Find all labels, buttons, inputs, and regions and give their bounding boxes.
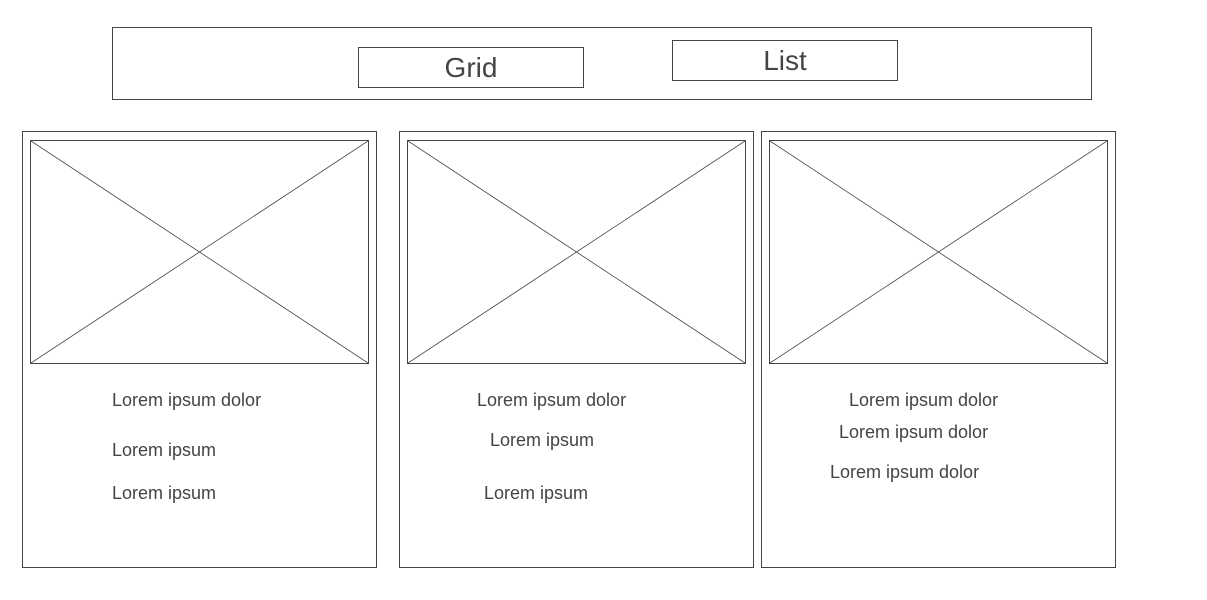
card-detail: Lorem ipsum dolor [830, 462, 980, 482]
list-view-button[interactable]: List [672, 40, 898, 81]
card-title: Lorem ipsum dolor [849, 390, 999, 410]
card-subtitle: Lorem ipsum [112, 440, 217, 460]
image-placeholder-icon [769, 140, 1108, 364]
card-detail: Lorem ipsum [112, 483, 217, 503]
card-subtitle: Lorem ipsum dolor [839, 422, 989, 442]
grid-view-button[interactable]: Grid [358, 47, 584, 88]
card-title: Lorem ipsum dolor [477, 390, 627, 410]
card-1[interactable]: Lorem ipsum dolor Lorem ipsum Lorem ipsu… [22, 131, 377, 568]
card-2[interactable]: Lorem ipsum dolor Lorem ipsum Lorem ipsu… [399, 131, 754, 568]
image-placeholder-icon [407, 140, 746, 364]
card-detail: Lorem ipsum [484, 483, 589, 503]
card-3[interactable]: Lorem ipsum dolor Lorem ipsum dolor Lore… [761, 131, 1116, 568]
card-subtitle: Lorem ipsum [490, 430, 595, 450]
image-placeholder-icon [30, 140, 369, 364]
card-title: Lorem ipsum dolor [112, 390, 262, 410]
view-toggle-bar: Grid List [112, 27, 1092, 100]
